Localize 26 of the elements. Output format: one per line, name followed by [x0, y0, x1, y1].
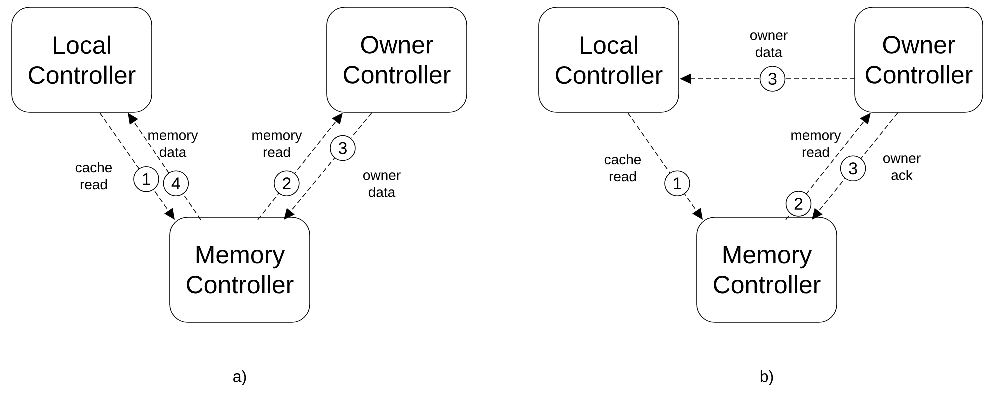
panel-caption: b): [760, 370, 774, 386]
step-number: 1: [134, 166, 160, 192]
message-label: memory data: [148, 132, 198, 158]
message-label: owner ack: [884, 156, 921, 180]
panel-caption: a): [234, 370, 246, 386]
controller-box: Owner Controller: [326, 7, 468, 113]
controller-box: Memory Controller: [170, 217, 310, 323]
step-number: 2: [786, 191, 812, 217]
step-number: 3: [760, 66, 786, 92]
arrow: [812, 112, 898, 220]
message-label: memory read: [252, 132, 302, 158]
message-label: owner data: [750, 32, 788, 58]
controller-box: Local Controller: [538, 7, 680, 113]
step-number: 1: [664, 170, 690, 197]
message-label: owner data: [364, 172, 401, 198]
step-number: 3: [330, 135, 356, 162]
controller-box: Owner Controller: [854, 7, 984, 113]
message-label: memory read: [792, 132, 842, 158]
step-number: 3: [840, 156, 866, 182]
step-number: 2: [274, 170, 300, 197]
controller-box: Memory Controller: [696, 217, 838, 323]
arrow: [128, 113, 202, 220]
message-label: cache read: [604, 154, 642, 182]
message-label: cache read: [76, 162, 112, 190]
controller-box: Local Controller: [12, 7, 152, 113]
step-number: 4: [163, 170, 190, 197]
